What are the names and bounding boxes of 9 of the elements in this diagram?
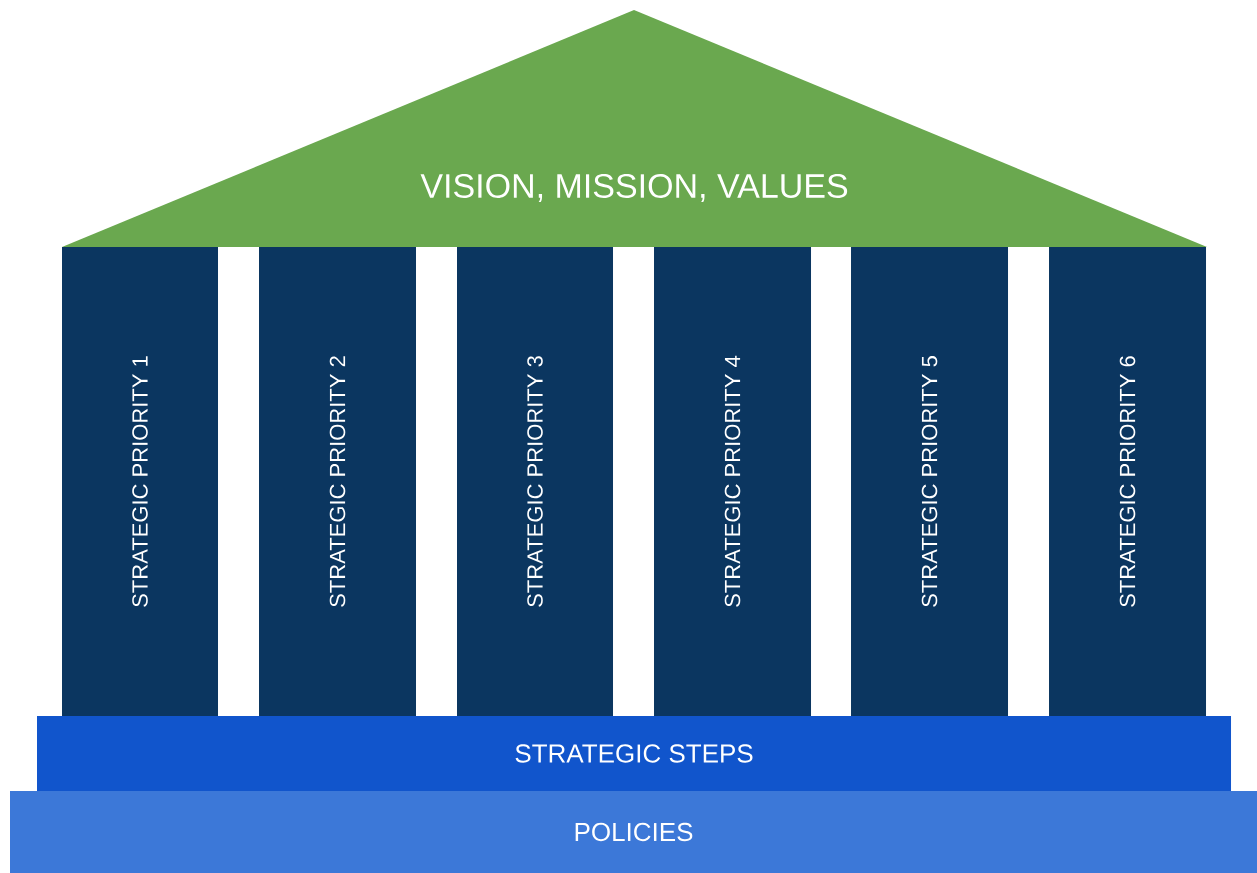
base-band: POLICIES	[10, 791, 1257, 873]
pillar: STRATEGIC PRIORITY 3	[457, 247, 613, 716]
pillar: STRATEGIC PRIORITY 1	[62, 247, 218, 716]
pillar: STRATEGIC PRIORITY 4	[654, 247, 811, 716]
pillar: STRATEGIC PRIORITY 6	[1049, 247, 1206, 716]
steps-band: STRATEGIC STEPS	[37, 716, 1231, 791]
pillar: STRATEGIC PRIORITY 5	[851, 247, 1008, 716]
pillar: STRATEGIC PRIORITY 2	[259, 247, 416, 716]
roof-triangle: VISION, MISSION, VALUES	[62, 10, 1207, 247]
